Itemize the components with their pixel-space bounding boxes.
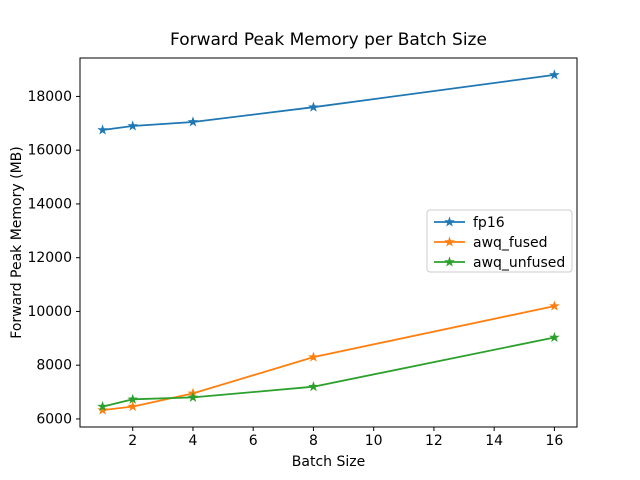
legend: fp16 awq_fused awq_unfused	[426, 209, 573, 273]
y-tick-label: 16000	[27, 143, 72, 159]
data-point-marker	[549, 331, 560, 343]
legend-entry-awq_fused: awq_fused	[434, 235, 548, 251]
legend-box	[426, 209, 573, 273]
y-tick-label: 6000	[36, 411, 72, 427]
legend-entry-fp16: fp16	[434, 215, 505, 231]
y-tick-label: 10000	[27, 304, 72, 320]
series-awq_unfused	[97, 331, 560, 412]
y-axis-ticks: 6000 8000 10000 12000 14000 16000 18000	[27, 89, 80, 427]
x-axis-label: Batch Size	[292, 454, 365, 470]
y-tick-label: 12000	[27, 250, 72, 266]
data-point-marker	[97, 124, 108, 135]
data-point-marker	[308, 351, 319, 362]
x-tick-label: 4	[188, 433, 197, 449]
x-axis-ticks: 2 4 6 8 10 12 14 16	[128, 427, 563, 449]
x-tick-label: 14	[485, 433, 503, 449]
data-point-marker	[187, 391, 199, 402]
data-point-marker	[308, 101, 319, 112]
legend-marker	[444, 216, 455, 227]
series-fp16	[97, 69, 560, 135]
y-axis-label: Forward Peak Memory (MB)	[9, 146, 25, 338]
y-tick-label: 18000	[27, 89, 72, 105]
data-point-marker	[549, 300, 560, 311]
data-point-marker	[97, 404, 108, 415]
data-point-marker	[127, 400, 139, 412]
legend-label: awq_unfused	[473, 255, 565, 271]
x-tick-label: 16	[545, 433, 563, 449]
x-tick-label: 12	[425, 433, 443, 449]
legend-label: awq_fused	[473, 235, 548, 251]
legend-label: fp16	[473, 215, 505, 231]
x-tick-label: 10	[365, 433, 383, 449]
x-tick-label: 6	[249, 433, 258, 449]
data-point-marker	[127, 393, 139, 404]
data-series	[97, 69, 560, 415]
data-point-marker	[97, 400, 108, 412]
legend-entry-awq_unfused: awq_unfused	[434, 255, 565, 271]
data-point-marker	[127, 120, 139, 131]
data-point-marker	[187, 116, 199, 127]
legend-marker	[444, 256, 455, 267]
data-point-marker	[308, 381, 319, 392]
data-point-marker	[549, 69, 560, 80]
y-tick-label: 8000	[36, 358, 72, 374]
x-tick-label: 8	[309, 433, 318, 449]
y-tick-label: 14000	[27, 196, 72, 212]
x-tick-label: 2	[128, 433, 137, 449]
legend-marker	[444, 236, 455, 247]
chart-title: Forward Peak Memory per Batch Size	[170, 30, 487, 50]
